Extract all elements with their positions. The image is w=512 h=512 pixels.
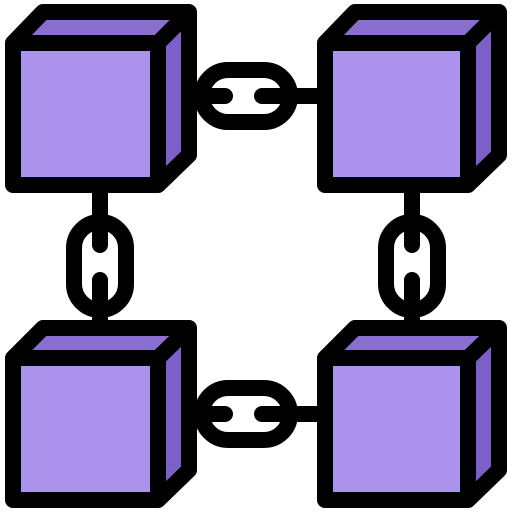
block-bottom-right-front [325, 358, 468, 500]
block-top-right [317, 4, 507, 193]
block-bottom-left [5, 320, 197, 508]
chain-link-right [378, 177, 446, 350]
chain-link-left [66, 177, 134, 350]
block-top-left-front [13, 43, 158, 185]
block-top-right-front [325, 43, 468, 185]
block-bottom-left-front [13, 358, 158, 500]
block-top-left [5, 4, 197, 193]
block-bottom-right [317, 320, 507, 508]
